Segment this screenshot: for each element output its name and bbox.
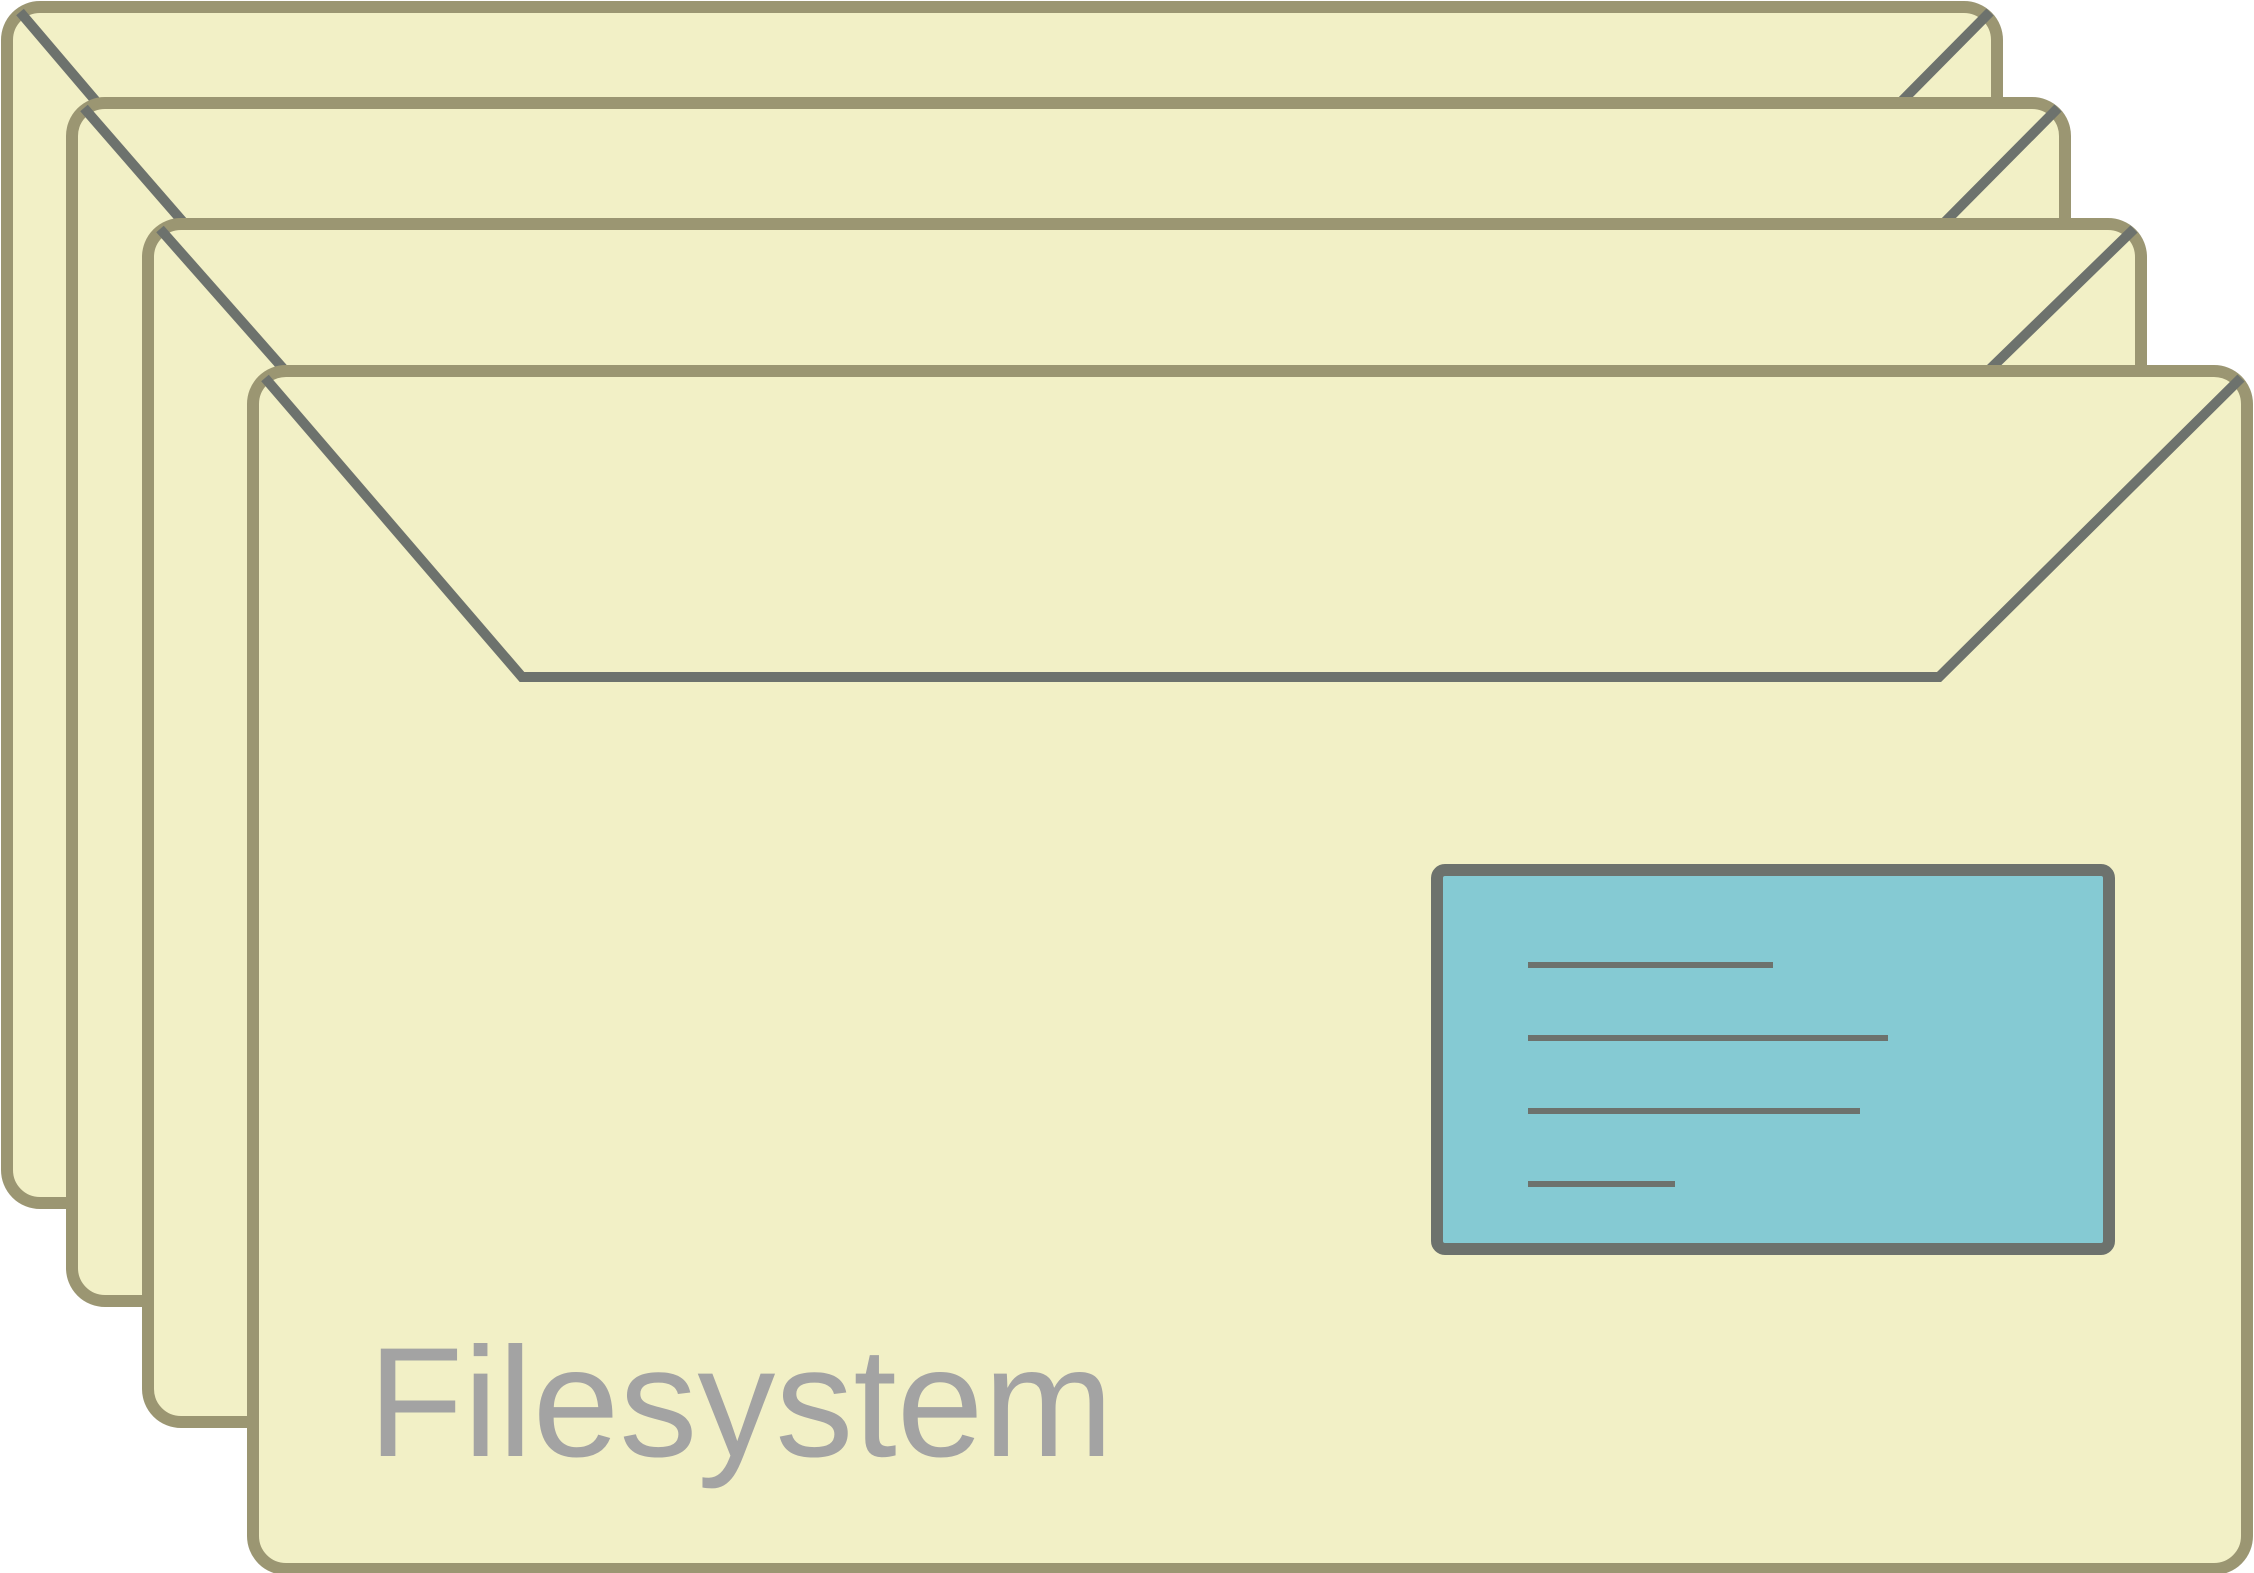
envelope-flap: [16, 8, 104, 110]
address-window-icon: [1431, 864, 2115, 1255]
address-window: [1431, 864, 2115, 1255]
envelope-flap: [1933, 104, 2062, 234]
filesystem-label: Filesystem: [368, 1316, 1113, 1490]
envelope-flap: [156, 225, 292, 378]
envelope-flap: [261, 374, 2245, 682]
envelope-body: [247, 365, 2253, 1573]
envelope-flap: [80, 104, 194, 234]
envelope-flap: [1981, 225, 2138, 378]
envelope-front: Filesystem: [247, 365, 2253, 1573]
envelope-flap: [1893, 8, 1994, 110]
